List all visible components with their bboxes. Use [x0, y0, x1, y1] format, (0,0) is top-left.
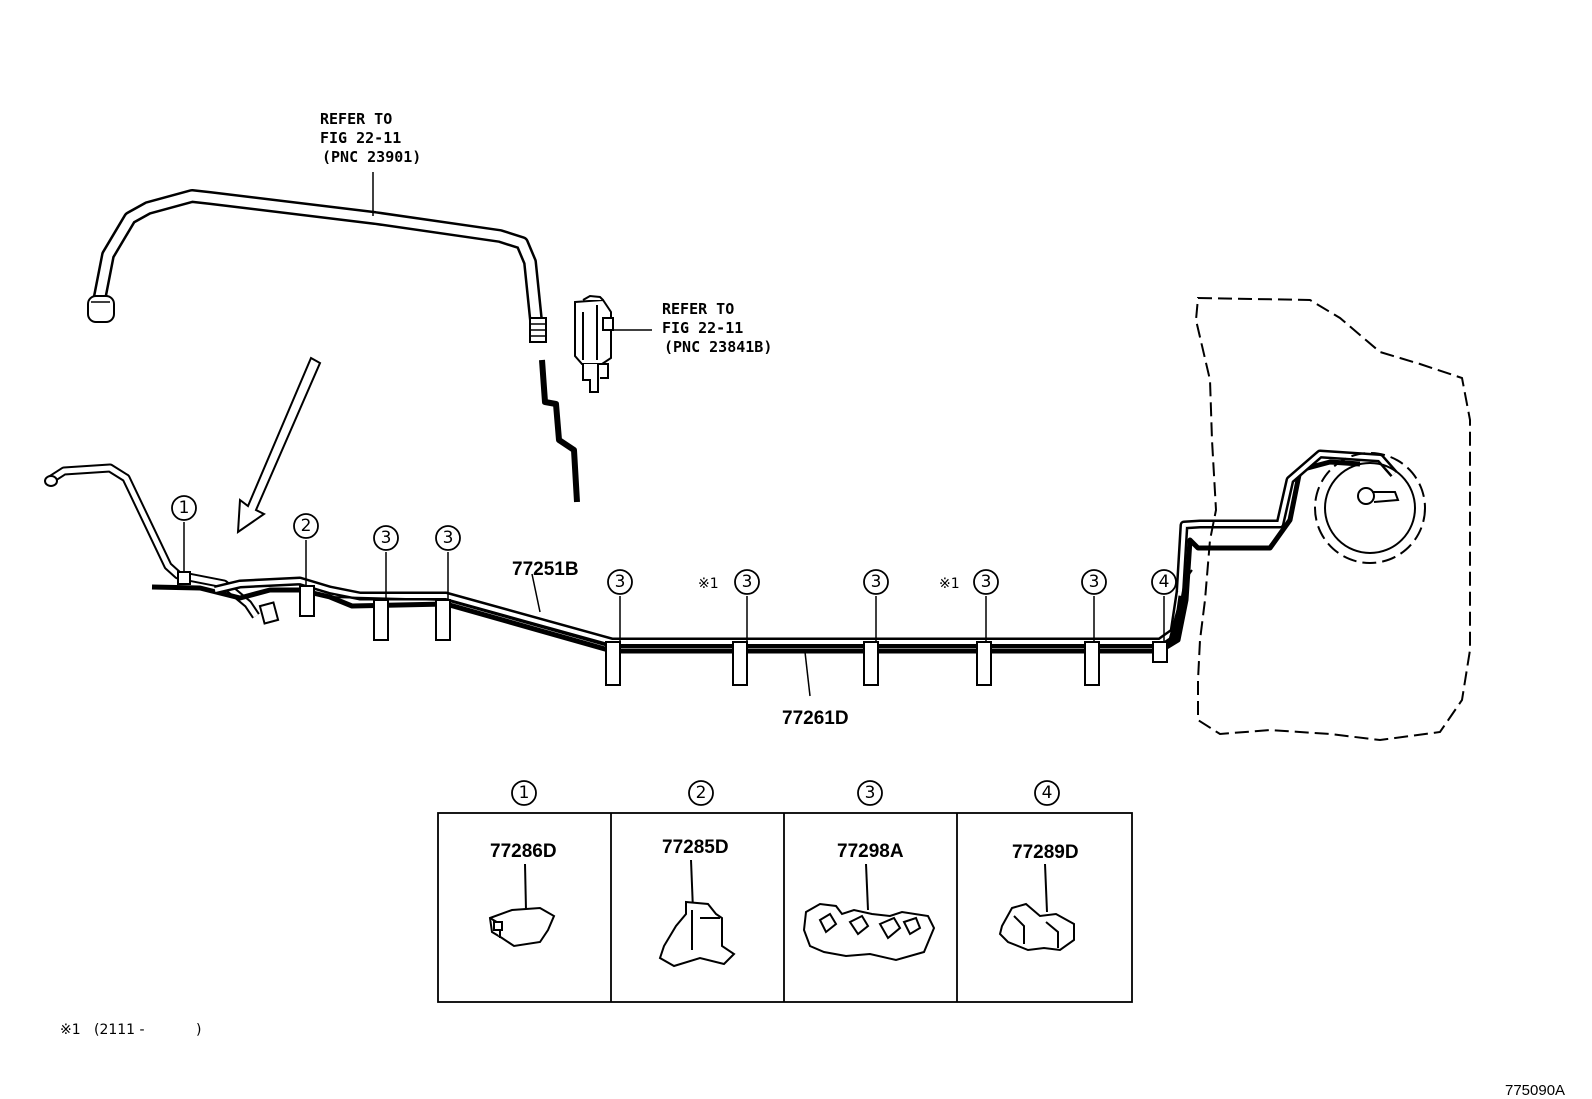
tube-clamps [299, 585, 1168, 686]
clamp-3b [435, 599, 451, 641]
refer-top-line3: (PNC 23901) [322, 148, 421, 166]
clip-77285d-drawing [658, 859, 736, 968]
legend-part-77289d: 77289D [1012, 842, 1079, 863]
tank-filler-neck [1314, 452, 1426, 564]
refer-mid-line2: FIG 22-11 [662, 319, 743, 337]
clip-77298a-drawing [802, 863, 936, 962]
callout-3g-label: 3 [1089, 572, 1100, 592]
footnote-symbol: ※1 [60, 1022, 81, 1038]
upper-hose [87, 172, 547, 343]
legend-part-77286d: 77286D [490, 841, 557, 862]
clip-77289d-drawing [998, 863, 1075, 952]
clamp-2 [299, 585, 315, 617]
figure-id: 775090A [1505, 1082, 1565, 1099]
fuel-tank-outline [1194, 296, 1471, 742]
legend-callout-2: 2 [696, 783, 707, 803]
callout-3e-label: 3 [871, 572, 882, 592]
note-marker-a: ※1 [698, 576, 719, 592]
callout-3f-label: 3 [981, 572, 992, 592]
callout-3d-label: 3 [742, 572, 753, 592]
part-label-77251b: 77251B [512, 559, 579, 580]
callout-3c-label: 3 [615, 572, 626, 592]
clamp-4 [1152, 641, 1168, 663]
callout-4-label: 4 [1159, 572, 1170, 592]
callouts [171, 495, 1177, 595]
clip-1-on-pipe [177, 571, 191, 585]
clip-77286d-drawing [488, 863, 556, 948]
clamp-3f [976, 641, 992, 686]
callout-3b-label: 3 [443, 528, 454, 548]
part-label-77261d: 77261D [782, 708, 849, 729]
refer-top-line1: REFER TO [320, 110, 392, 128]
callout-2-label: 2 [301, 516, 312, 536]
clamp-3d [732, 641, 748, 686]
note-marker-b: ※1 [939, 576, 960, 592]
footnote-close: ) [196, 1022, 201, 1038]
view-arrow [236, 356, 322, 534]
callout-1-label: 1 [179, 498, 190, 518]
legend-callouts [511, 780, 1060, 806]
dark-hose-segment [539, 359, 580, 503]
clamp-3c [605, 641, 621, 686]
valve-component [574, 294, 652, 393]
callout-3a-label: 3 [381, 528, 392, 548]
legend-part-77298a: 77298A [837, 841, 904, 862]
clamp-3g [1084, 641, 1100, 686]
refer-mid-line3: (PNC 23841B) [664, 338, 772, 356]
legend-callout-4: 4 [1042, 783, 1053, 803]
legend-part-77285d: 77285D [662, 837, 729, 858]
legend-callout-1: 1 [519, 783, 530, 803]
left-pipe [44, 463, 280, 625]
legend-table [437, 812, 1133, 1003]
legend-callout-3: 3 [865, 783, 876, 803]
clamp-3e [863, 641, 879, 686]
clamp-3a [373, 599, 389, 641]
refer-top-line2: FIG 22-11 [320, 129, 401, 147]
footnote-text: (2111 - [94, 1022, 145, 1038]
refer-mid-line1: REFER TO [662, 300, 734, 318]
